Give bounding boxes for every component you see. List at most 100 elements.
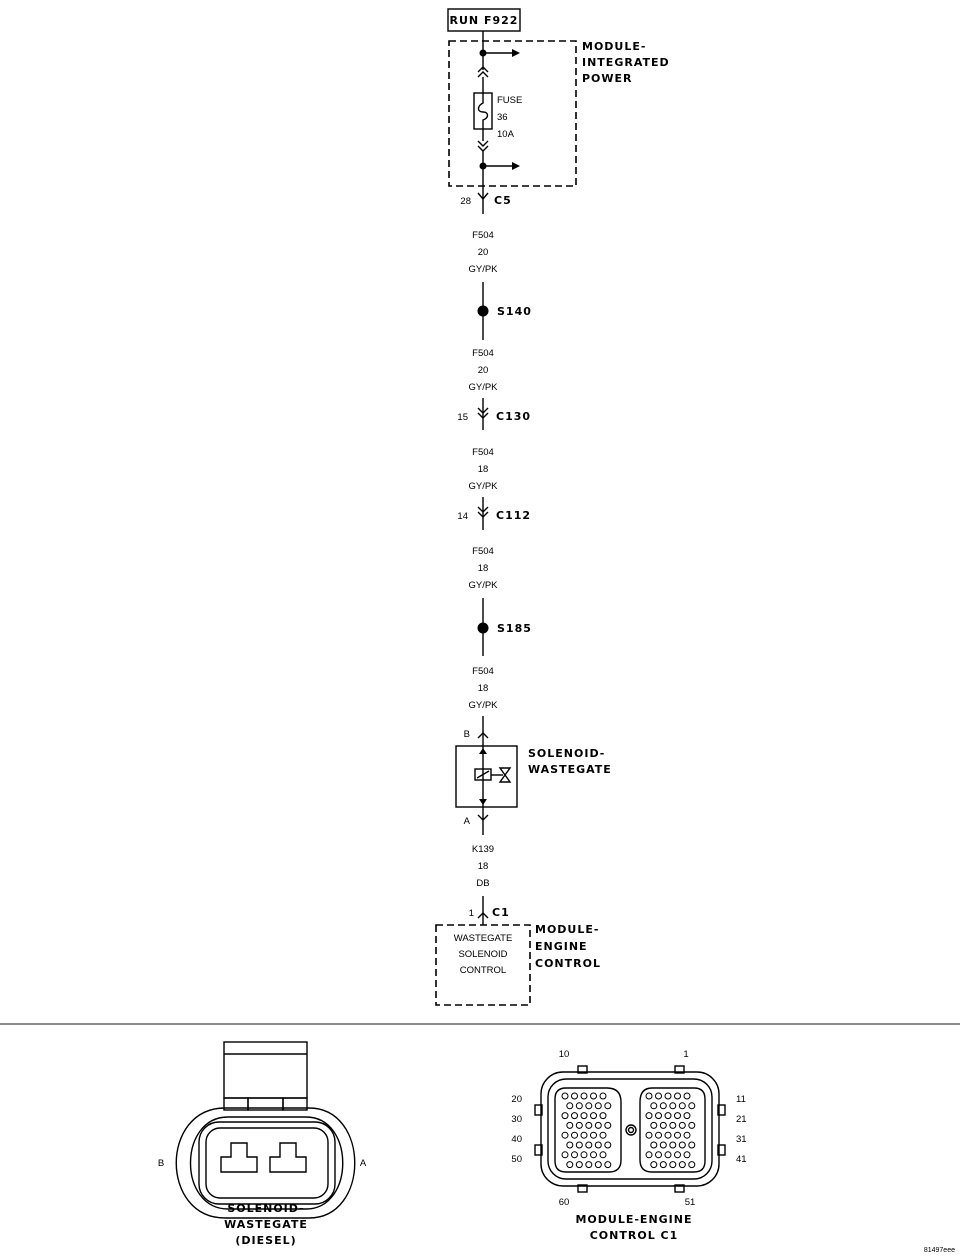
ecm-pin-cavity — [664, 1151, 672, 1159]
ecm-pin-cavity — [585, 1121, 593, 1129]
fuse-label: FUSE — [497, 95, 522, 106]
splice-s185-dot — [477, 622, 489, 634]
ecm-pin-cavity — [688, 1102, 696, 1110]
ecm-cavity-left — [554, 1087, 622, 1173]
solenoid-connector-view: B A SOLENOID- WASTEGATE (DIESEL) — [158, 1041, 367, 1247]
ecm-pin-11: 11 — [736, 1094, 746, 1105]
ecm-pin-cavity — [575, 1161, 583, 1169]
ecm-pin-cavity — [594, 1102, 602, 1110]
ecm-conn-label-2: CONTROL C1 — [590, 1229, 679, 1242]
ecm-pin-cavity — [669, 1102, 677, 1110]
run-f922-label: RUN F922 — [450, 14, 519, 27]
ecm-pin-cavity — [674, 1092, 681, 1100]
ecm-text-2: SOLENOID — [458, 949, 507, 960]
ecm-conn-label-1: MODULE-ENGINE — [575, 1213, 692, 1226]
ecm-pin-41: 41 — [736, 1154, 747, 1165]
sol-conn-label-2: WASTEGATE — [224, 1218, 308, 1231]
s140-label: S140 — [497, 305, 532, 318]
ecm-pin-cavity — [575, 1141, 583, 1149]
ecm-pin-cavity — [678, 1121, 686, 1129]
ecm-pin-cavity — [604, 1161, 612, 1169]
ecm-pin-cavity — [594, 1161, 602, 1169]
wire-k139: A K139 18 DB 1 C1 — [464, 807, 510, 925]
ecm-pin-cavity — [566, 1121, 574, 1129]
ecm-pin-10: 10 — [559, 1049, 570, 1060]
mip-label-1: MODULE- — [582, 40, 646, 53]
ecm-pin-cavity — [561, 1131, 569, 1139]
ecm-pin-cavity — [571, 1131, 578, 1139]
ecm-label-3: CONTROL — [535, 957, 601, 970]
ecm-pin-21: 21 — [736, 1114, 747, 1125]
ecm-pin-cavity — [590, 1151, 597, 1159]
ecm-pin-cavity — [678, 1102, 686, 1110]
ecm-pin-cavity — [659, 1161, 667, 1169]
ecm-c1-connector-view: 10 1 20 30 40 50 11 21 31 41 60 51 MODUL… — [511, 1049, 746, 1242]
ecm-pin-cavity — [561, 1112, 569, 1120]
solenoid-pin-b: B — [464, 729, 470, 740]
wire-3-gauge: 18 — [478, 464, 489, 475]
ecm-text-3: CONTROL — [460, 965, 506, 976]
ecm-pin-cavity — [599, 1131, 607, 1139]
ecm-pin-cavity — [683, 1112, 691, 1120]
ecm-pin-cavity — [575, 1102, 583, 1110]
ecm-pin-cavity — [659, 1121, 667, 1129]
wire-2-circuit: F504 — [472, 348, 494, 359]
ecm-pin-cavity — [645, 1151, 653, 1159]
c130-pin: 15 — [457, 412, 468, 423]
ecm-text-1: WASTEGATE — [454, 933, 513, 944]
ecm-pin-cavity — [650, 1141, 658, 1149]
ecm-pin-cavity — [645, 1112, 653, 1120]
ecm-pin-cavity — [575, 1121, 583, 1129]
ecm-label-1: MODULE- — [535, 923, 599, 936]
ecm-pin-cavity — [571, 1112, 578, 1120]
ecm-pin-cavity — [659, 1141, 667, 1149]
fuse-rating: 10A — [497, 129, 515, 140]
ecm-pin-cavity — [688, 1161, 696, 1169]
ecm-pin-20: 20 — [511, 1094, 522, 1105]
ecm-pin-40: 40 — [511, 1134, 522, 1145]
ecm-pin-cavity — [683, 1092, 691, 1100]
ecm-pin-cavity — [664, 1092, 672, 1100]
module-integrated-power: MODULE- INTEGRATED POWER FUSE 36 10A — [448, 31, 670, 187]
c1-label: C1 — [492, 906, 510, 919]
splice-s140-dot — [477, 305, 489, 317]
s185-label: S185 — [497, 622, 532, 635]
ecm-pin-cavity — [683, 1151, 691, 1159]
ecm-pin-cavity — [604, 1121, 612, 1129]
ecm-pin-cavity — [669, 1141, 677, 1149]
ecm-pin-cavity — [594, 1141, 602, 1149]
ecm-pin-cavity — [674, 1131, 681, 1139]
wire-4-gauge: 18 — [478, 563, 489, 574]
ecm-pin-cavity — [664, 1112, 672, 1120]
ecm-pin-cavity — [688, 1141, 696, 1149]
ecm-pin-cavity — [604, 1102, 612, 1110]
ecm-pin-cavity — [599, 1092, 607, 1100]
ecm-pin-60: 60 — [559, 1197, 570, 1208]
wire-3-color: GY/PK — [468, 481, 498, 492]
ecm-pin-cavity — [650, 1102, 658, 1110]
ecm-pin-cavity — [678, 1161, 686, 1169]
run-f922-feed: RUN F922 — [447, 8, 521, 32]
ecm-pin-cavity — [590, 1112, 597, 1120]
mip-label-3: POWER — [582, 72, 633, 85]
ecm-pin-1: 1 — [683, 1049, 688, 1060]
wire-1-color: GY/PK — [468, 264, 498, 275]
ecm-pin-cavity — [604, 1141, 612, 1149]
ecm-pin-cavity — [566, 1102, 574, 1110]
figure-id: 81497eee — [924, 1247, 955, 1254]
sol-conn-label-3: (DIESEL) — [235, 1234, 296, 1247]
sol-conn-label-1: SOLENOID- — [227, 1202, 304, 1215]
ecm-pin-cavity — [674, 1151, 681, 1159]
ecm-pin-cavity — [594, 1121, 602, 1129]
mip-label-2: INTEGRATED — [582, 56, 670, 69]
wire-2-gauge: 20 — [478, 365, 489, 376]
ecm-pin-cavity — [664, 1131, 672, 1139]
wire-5-circuit: F504 — [472, 666, 494, 677]
c5-label: C5 — [494, 194, 512, 207]
terminal-a-icon — [269, 1142, 307, 1173]
ecm-pin-cavity — [590, 1131, 597, 1139]
ecm-pin-cavity — [599, 1151, 607, 1159]
ecm-pin-31: 31 — [736, 1134, 747, 1145]
arrow-right-icon — [512, 49, 520, 57]
